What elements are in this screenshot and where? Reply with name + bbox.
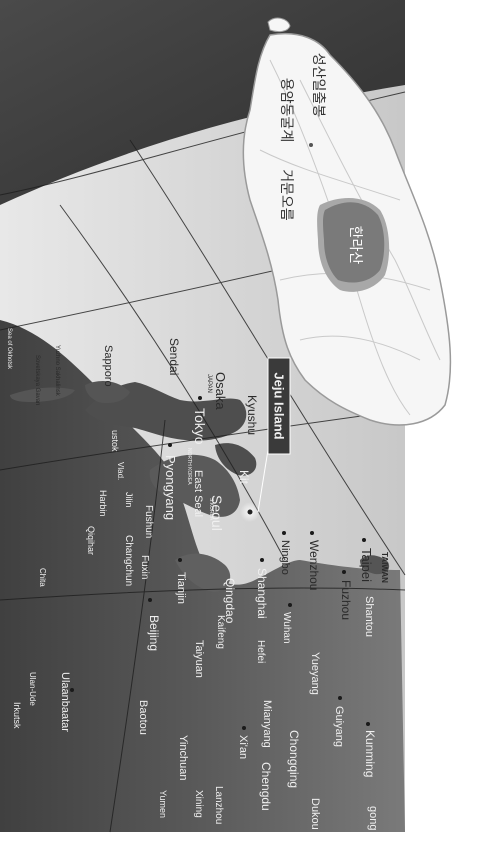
kyushu-island	[215, 443, 257, 476]
label-wuhan: Wuhan	[281, 612, 292, 644]
label-seoul: Seoul	[209, 495, 225, 531]
label-fuxin: Fuxin	[139, 555, 150, 579]
map-labels: East Seal Sea of Okhotsk NORTH KOREA S.K…	[6, 328, 389, 830]
label-chita: Chita	[38, 568, 47, 587]
label-tokyo: Tokyo	[192, 408, 208, 445]
label-qiqihar: Qiqihar	[86, 526, 96, 555]
label-shanghai: Shanghai	[255, 568, 269, 619]
label-kunming: Kunming	[363, 730, 377, 777]
label-ningbo: Ningbo	[279, 540, 291, 575]
label-harbin: Harbin	[98, 490, 108, 517]
label-wenzhou: Wenzhou	[307, 540, 321, 590]
label-vladivostok: Vlad.	[116, 462, 125, 480]
taiwan-island	[360, 555, 390, 575]
label-north-korea: NORTH KOREA	[186, 448, 192, 485]
label-south-sakhalinsk: Yuzhno Sakhalinsk	[54, 345, 60, 397]
label-east-sea: East Seal	[192, 470, 204, 517]
label-xian: Xi'an	[237, 735, 249, 759]
label-dukou: Dukou	[309, 798, 321, 830]
label-taiyuan: Taiyuan	[193, 640, 205, 678]
korean-peninsula	[149, 454, 240, 517]
label-osaka: Osaka	[213, 372, 228, 410]
label-japan: JAPAN	[206, 374, 212, 393]
udo-islet	[267, 17, 291, 33]
label-yinchuan: Yinchuan	[177, 735, 189, 780]
label-seongsan: 성산일출봉	[310, 53, 326, 118]
label-ulaanbaatar: Ulaanbaatar	[59, 672, 71, 732]
label-jilin: Jilin	[124, 492, 134, 508]
label-sovetskaya-gavan: Sovetskaya Gavan	[34, 355, 40, 405]
label-sendai: Sendai	[167, 338, 181, 375]
label-pyongyang: Pyongyang	[163, 455, 178, 520]
label-mianyang: Mianyang	[261, 700, 273, 748]
label-taiwan: TAIWAN	[380, 552, 389, 583]
label-taipei: Taipei	[359, 548, 374, 582]
label-yongam: 용암동굴계	[278, 78, 294, 142]
label-shantou: Shantou	[363, 596, 375, 637]
label-changchun: Changchun	[123, 535, 134, 586]
label-tianjin: Tianjin	[175, 572, 187, 604]
label-kaifeng: Kaifeng	[215, 615, 226, 649]
label-xining: Xining	[193, 790, 204, 818]
label-beijing: Beijing	[147, 615, 161, 651]
jeju-island-title: Jeju Island	[272, 372, 287, 439]
label-sea-of-okhotsk: Sea of Okhotsk	[6, 328, 12, 370]
label-fuzhou: Fuzhou	[339, 580, 353, 620]
liaodong-peninsula	[175, 553, 231, 592]
label-lanzhou: Lanzhou	[213, 786, 224, 824]
label-ustok: ustok	[110, 430, 120, 452]
label-kitakyushu: Kit	[237, 470, 251, 485]
label-chongqing: Chongqing	[287, 730, 301, 788]
label-sapporo: Sapporo	[102, 345, 114, 387]
label-yumen: Yumen	[158, 790, 168, 818]
label-kyushu: Kyushu	[245, 395, 259, 435]
seoul-marker	[247, 509, 253, 515]
jeju-pointer-line	[257, 449, 269, 513]
label-nanning: gong	[367, 806, 379, 830]
label-geomunoreum: 거문오름	[278, 169, 294, 221]
seongsan-marker	[309, 143, 313, 147]
label-south-korea: S.KOREA	[208, 498, 214, 521]
label-fushun: Fushun	[143, 505, 154, 538]
label-hallasan: 한라산	[347, 226, 363, 265]
label-qingdao: Qingdao	[223, 578, 237, 624]
label-hefei: Hefei	[255, 640, 266, 663]
label-ulan-ude: Ulan-Ude	[28, 672, 37, 706]
label-irkutsk: Irkutsk	[12, 702, 22, 729]
label-yueyang: Yueyang	[309, 652, 321, 695]
hokkaido-island	[85, 380, 130, 404]
city-markers	[70, 396, 370, 730]
hallasan-area	[323, 202, 385, 283]
label-chengdu: Chengdu	[259, 762, 273, 811]
jeju-title-box: Jeju Island	[267, 357, 291, 455]
label-baotou: Baotou	[137, 700, 149, 735]
label-guiyang: Guiyang	[333, 706, 345, 747]
sakhalin-island	[10, 387, 75, 402]
